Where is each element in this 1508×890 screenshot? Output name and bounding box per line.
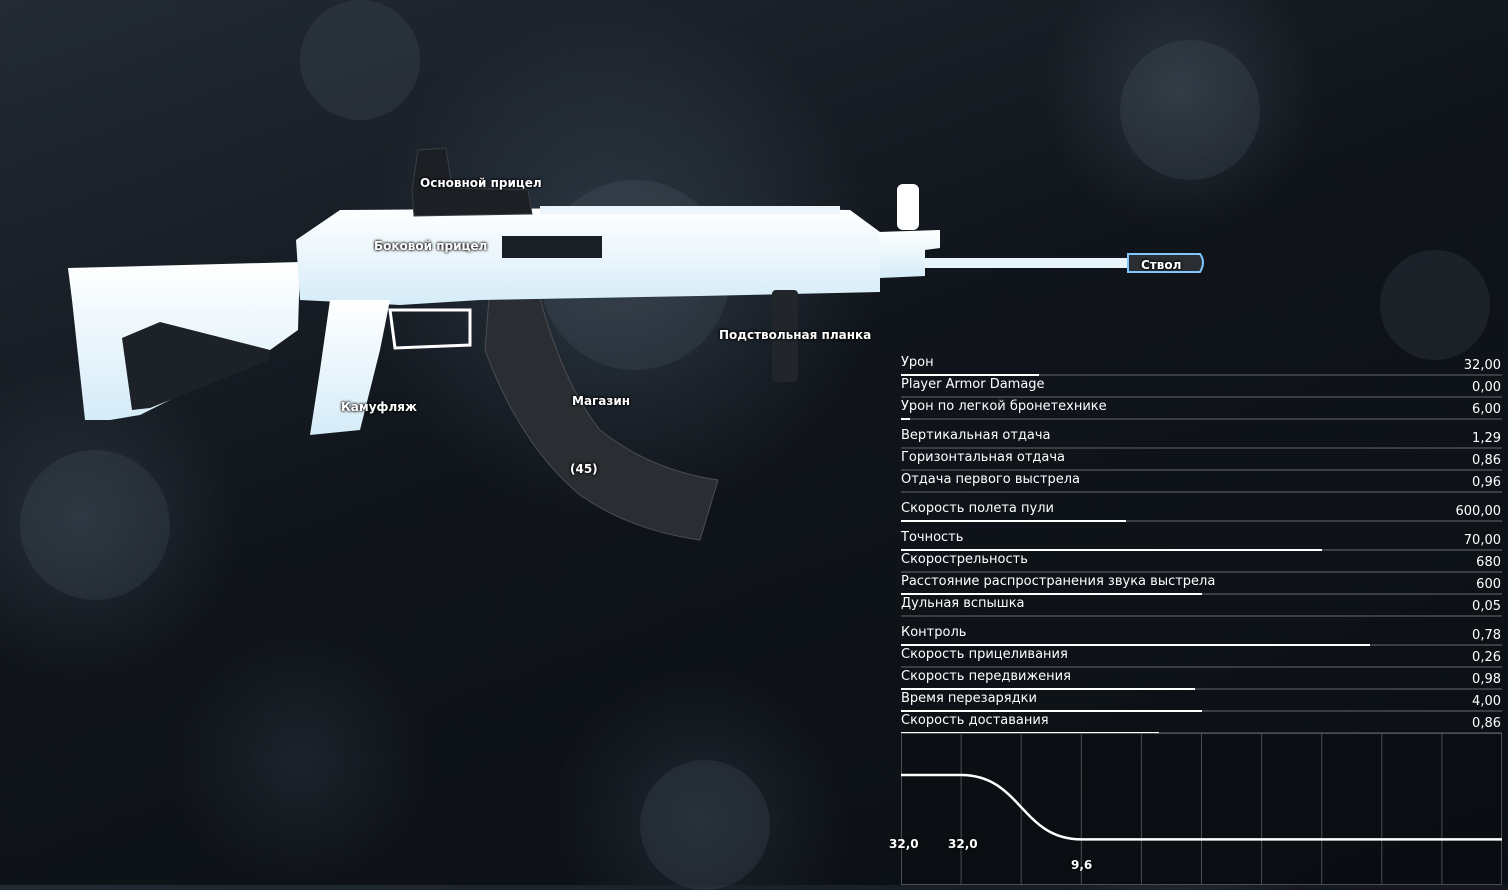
stat-bar-track [901, 374, 1502, 376]
grip-part [310, 300, 390, 435]
stat-bar-track [901, 469, 1502, 471]
stat-name: Скорострельность [901, 552, 1028, 567]
stat-name: Контроль [901, 625, 967, 640]
stat-bar-fill [901, 710, 1202, 712]
graph-label-mid: 32,0 [948, 837, 978, 851]
stat-bar-fill [901, 520, 1127, 522]
stat-name: Скорость доставания [901, 713, 1049, 728]
stat-bar-track [901, 593, 1502, 595]
stat-value: 0,00 [1472, 380, 1501, 395]
stat-value: 0,26 [1472, 650, 1501, 665]
stat-bar-track [901, 520, 1502, 522]
stat-name: Урон по легкой бронетехнике [901, 399, 1107, 414]
stat-row: Горизонтальная отдача 0,86 [901, 449, 1502, 471]
stat-bar-fill [901, 374, 1040, 376]
attachment-label-side-sight[interactable]: Боковой прицел [374, 239, 488, 253]
stat-row: Урон по легкой бронетехнике 6,00 [901, 398, 1502, 420]
stat-name: Дульная вспышка [901, 596, 1025, 611]
stat-row: Скорость доставания 0,86 [901, 712, 1502, 734]
attachment-label-camo[interactable]: Камуфляж [341, 400, 417, 414]
stat-value: 680 [1476, 555, 1501, 570]
stat-bar-track [901, 549, 1502, 551]
stat-row: Отдача первого выстрела 0,96 [901, 471, 1502, 493]
stat-row: Скорострельность 680 [901, 551, 1502, 573]
stat-name: Время перезарядки [901, 691, 1037, 706]
stat-name: Скорость прицеливания [901, 647, 1068, 662]
stat-name: Скорость передвижения [901, 669, 1071, 684]
stat-name: Расстояние распространения звука выстрел… [901, 574, 1216, 589]
stat-bar-track [901, 491, 1502, 493]
stat-group-gap [901, 420, 1502, 427]
stat-value: 0,86 [1472, 716, 1501, 731]
stat-name: Скорость полета пули [901, 501, 1054, 516]
stat-value: 0,98 [1472, 672, 1501, 687]
optic-part [411, 147, 533, 217]
stat-bar-fill [901, 644, 1370, 646]
stat-row: Скорость полета пули 600,00 [901, 500, 1502, 522]
stat-name: Отдача первого выстрела [901, 472, 1080, 487]
stat-value: 6,00 [1472, 402, 1501, 417]
stat-value: 32,00 [1463, 358, 1501, 373]
stat-value: 600,00 [1455, 504, 1502, 519]
stat-bar-track [901, 710, 1502, 712]
stat-bar-track [901, 418, 1502, 420]
stat-row: Скорость передвижения 0,98 [901, 668, 1502, 690]
stat-bar-fill [901, 593, 1202, 595]
stat-bar-track [901, 447, 1502, 449]
attachment-label-magazine[interactable]: Магазин [572, 394, 631, 408]
stat-name: Вертикальная отдача [901, 428, 1051, 443]
magazine-part [484, 279, 719, 541]
stat-bar-fill [901, 549, 1322, 551]
stat-name: Player Armor Damage [901, 377, 1045, 392]
stat-bar-track [901, 615, 1502, 617]
stat-group-gap [901, 493, 1502, 500]
stat-value: 600 [1476, 577, 1501, 592]
stat-name: Урон [901, 355, 934, 370]
graph-label-end: 9,6 [1071, 858, 1093, 872]
damage-falloff-graph: 32,0 32,0 9,6 [889, 733, 1502, 885]
stat-bar-track [901, 396, 1502, 398]
stat-row: Расстояние распространения звука выстрел… [901, 573, 1502, 595]
stat-row: Вертикальная отдача 1,29 [901, 427, 1502, 449]
stat-value: 0,78 [1472, 628, 1501, 643]
magazine-capacity: (45) [570, 462, 598, 476]
stat-row: Точность 70,00 [901, 529, 1502, 551]
attachment-label-optic[interactable]: Основной прицел [420, 176, 542, 190]
stat-value: 0,05 [1472, 599, 1501, 614]
stat-bar-track [901, 644, 1502, 646]
attachment-label-muzzle[interactable]: Ствол [1141, 258, 1182, 272]
stat-bar-fill [901, 418, 910, 420]
damage-curve [901, 773, 1502, 841]
stat-group-gap [901, 522, 1502, 529]
stat-row: Время перезарядки 4,00 [901, 690, 1502, 712]
stat-row: Скорость прицеливания 0,26 [901, 646, 1502, 668]
stat-value: 70,00 [1463, 533, 1501, 548]
stat-bar-track [901, 688, 1502, 690]
attachment-label-rail[interactable]: Подствольная планка [719, 328, 872, 342]
graph-label-start: 32,0 [889, 837, 919, 851]
stat-name: Точность [901, 530, 964, 545]
stat-row: Контроль 0,78 [901, 624, 1502, 646]
stat-bar-track [901, 571, 1502, 573]
stat-value: 1,29 [1472, 431, 1501, 446]
stat-bar-track [901, 666, 1502, 668]
stat-row: Дульная вспышка 0,05 [901, 595, 1502, 617]
damage-graph-svg [901, 733, 1502, 885]
stat-row: Player Armor Damage 0,00 [901, 376, 1502, 398]
stat-value: 0,96 [1472, 475, 1501, 490]
stat-name: Горизонтальная отдача [901, 450, 1066, 465]
stat-row: Урон 32,00 [901, 354, 1502, 376]
stat-group-gap [901, 617, 1502, 624]
stat-value: 0,86 [1472, 453, 1501, 468]
stat-value: 4,00 [1472, 694, 1501, 709]
stat-bar-fill [901, 688, 1196, 690]
